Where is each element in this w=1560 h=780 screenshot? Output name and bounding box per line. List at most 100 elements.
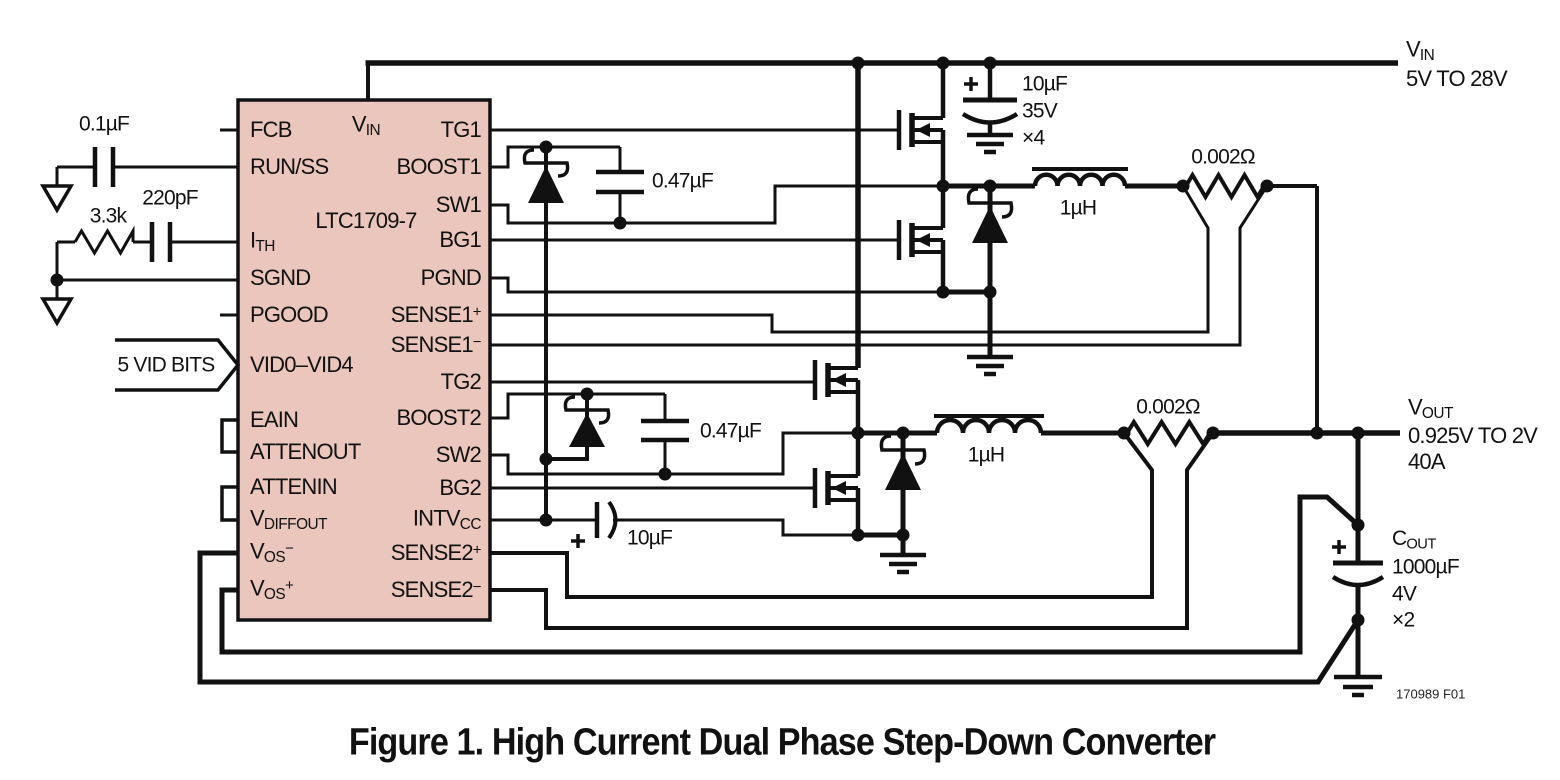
pin-ith: ITH [250,227,275,255]
boost-cap-1 [596,147,644,223]
boost-cap-2-label: 0.47µF [700,419,762,443]
pin-vdiffout: VDIFFOUT [250,505,328,533]
vin-rail-label: VIN [1406,36,1435,64]
pin-run-ss: RUN/SS [250,154,329,179]
sense-resistor-1 [1184,171,1319,433]
vid-bus-label: 5 VID BITS [117,353,215,377]
pin-pgnd: PGND [420,265,482,290]
resistor-3p3k [73,225,135,256]
vin-range-label: 5V TO 28V [1406,66,1508,91]
resistor-3p3k-label: 3.3k [89,204,127,228]
pin-tg2: TG2 [440,369,482,394]
schottky-bar [966,187,1014,219]
ic-vin-pin-label: VIN [351,111,381,139]
output-cap-name: COUT [1392,527,1436,553]
vout-range-label: 0.925V TO 2V [1408,423,1538,448]
boost-cap-1-label: 0.47µF [652,169,714,193]
pin-intvcc: INTVCC [412,505,482,533]
ith-compensation-network [39,222,238,327]
mosfet-q1-bottom [896,186,946,292]
pin-bg2: BG2 [439,475,481,500]
input-cap-value: 10µF [1022,72,1068,96]
mosfet-q2-top [812,360,861,433]
mosfet-arrow-icon [916,233,930,247]
pin-tie-brackets [220,418,238,522]
pin-fcb: FCB [250,117,292,142]
vos-remote-sense-wires [197,494,1361,685]
pgnd-wire [490,276,943,294]
pin-boost2: BOOST2 [396,405,482,430]
pin-vos-minus: VOS− [250,538,294,566]
plus-icon [571,534,585,548]
pin-vid0-vid4: VID0–VID4 [250,352,354,377]
pin-attenin: ATTENIN [250,474,338,499]
phase2-switch-node [858,430,937,575]
input-cap-qty: ×4 [1022,126,1045,150]
vid-bus-arrow-icon [115,338,241,392]
pin-eain: EAIN [250,407,299,432]
sense2-minus-wire [490,431,1215,630]
figure-caption: Figure 1. High Current Dual Phase Step-D… [348,721,1216,764]
pin-sense2-plus: SENSE2+ [390,540,482,565]
boost1-wire [490,145,620,169]
vos-minus-wire [197,550,1361,685]
pin-pgood: PGOOD [250,302,329,327]
cap-220pF [149,222,173,262]
sense2-plus-wire [490,431,1154,599]
ground-icon [1334,674,1382,698]
ic-outline [236,98,492,622]
mosfet-arrow-icon [916,123,930,137]
intvcc-cap-label: 10µF [627,526,673,550]
output-cap-qty: ×2 [1392,608,1415,632]
ground-icon [880,552,926,575]
boost2-wire [490,392,665,420]
pin-attenout: ATTENOUT [250,439,361,464]
sense1-minus-wire [490,185,1269,347]
phase2-control-wires [490,380,1215,630]
pin-tg1: TG1 [440,117,482,142]
schottky-bar [563,395,611,425]
pin-vos-plus: VOS+ [250,575,294,603]
vout-rail-label: VOUT [1408,394,1453,422]
pin-sw1: SW1 [435,192,482,217]
boost-diode-2 [546,394,611,461]
vos-plus-wire [219,494,1360,655]
runss-cap-network [39,128,238,214]
sense-resistor-2 [1125,418,1212,448]
figure-note: 170989 F01 [1396,686,1466,702]
cap-0p1uF-label: 0.1µF [78,112,130,136]
pin-sw2: SW2 [435,442,482,467]
pin-boost1: BOOST1 [396,154,482,179]
cap-0p1uF [92,147,116,187]
mosfet-arrow-icon [832,481,846,495]
input-cap [961,63,1019,155]
junction-dots [50,56,1365,627]
sense-resistor-1-label: 0.002Ω [1191,145,1255,169]
pin-sense2-minus: SENSE2− [390,577,482,602]
schottky-diode-1 [972,206,1008,243]
ground-icon [967,132,1013,155]
ic-body [236,98,492,622]
phase1-switch-node [943,183,1035,377]
vin-rail [365,60,1398,368]
signal-ground-icon [39,184,75,214]
sw2-wire [490,431,858,476]
cap-220pF-label: 220pF [142,186,198,210]
inductor-l2 [934,414,1127,436]
boost-cap-2 [641,394,689,474]
pin-bg1: BG1 [439,227,481,252]
schottky-diode-2 [885,453,921,490]
ic-part-number: LTC1709-7 [315,208,417,233]
pin-sense1-plus: SENSE1+ [390,302,482,327]
mosfet-q1-top [896,63,946,186]
input-cap-voltage: 35V [1022,99,1058,123]
schottky-bar [879,434,927,466]
inductor-l1-label: 1µH [1059,196,1097,220]
plus-icon [1332,540,1346,554]
schottky-bar [522,148,570,178]
pin-sense1-minus: SENSE1− [390,332,482,357]
mosfet-arrow-icon [832,373,846,387]
ground-icon [967,354,1013,377]
